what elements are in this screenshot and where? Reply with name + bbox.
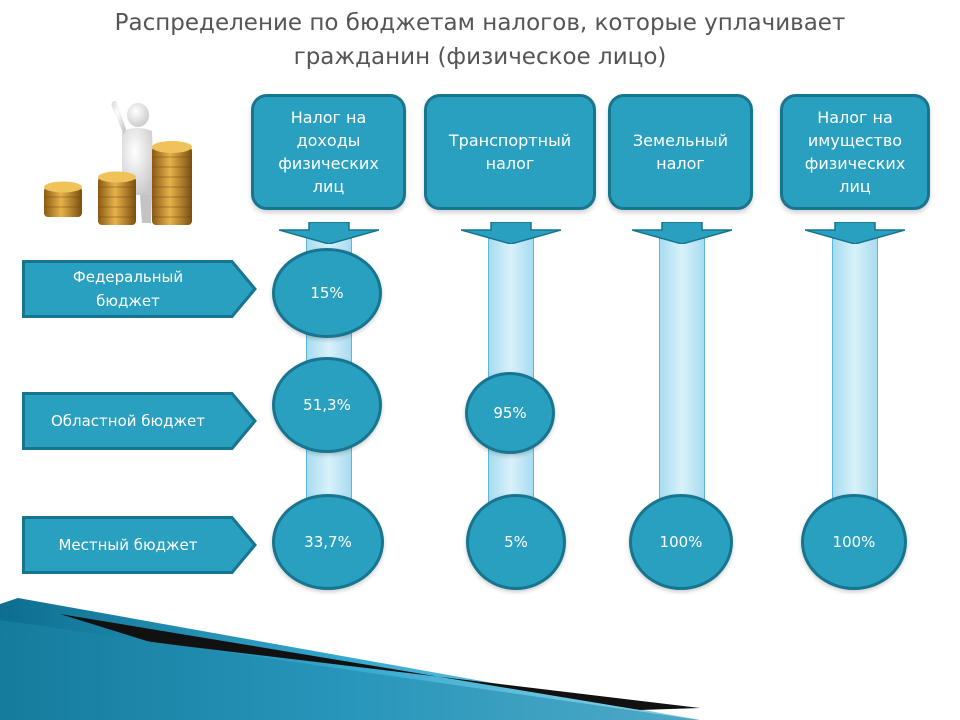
arrow-down-icon [461, 222, 561, 244]
arrow-down-icon [805, 222, 905, 244]
budget-label-federal: Федеральный бюджет [22, 260, 257, 318]
footer-swoosh-decoration [0, 598, 700, 720]
coins-figure-illustration [44, 101, 192, 225]
column-property-tax [832, 238, 878, 538]
budget-label-text: Местный бюджет [58, 536, 198, 554]
budget-label-text: Федеральный бюджет [72, 268, 184, 310]
page-title: Распределение по бюджетам налогов, котор… [114, 10, 846, 70]
share-circle-income-regional: 51,3% [272, 357, 382, 453]
share-circle-transport-regional: 95% [465, 372, 555, 454]
share-circle-income-federal: 15% [272, 248, 382, 338]
column-land-tax [659, 238, 705, 538]
arrow-down-icon [279, 222, 379, 244]
tax-box-label: Транспортный налог [448, 131, 572, 173]
tax-box-transport: Транспортный налог [424, 94, 596, 210]
share-circle-transport-local: 5% [466, 494, 566, 590]
tax-box-label: Налог на доходы физических лиц [278, 108, 379, 196]
budget-label-regional: Областной бюджет [22, 392, 257, 450]
tax-box-land: Земельный налог [608, 94, 753, 210]
tax-box-property: Налог на имущество физических лиц [780, 94, 930, 210]
arrow-down-icon [632, 222, 732, 244]
tax-box-income: Налог на доходы физических лиц [251, 94, 406, 210]
share-circle-income-local: 33,7% [272, 494, 384, 590]
share-circle-land-local: 100% [629, 494, 733, 590]
budget-label-local: Местный бюджет [22, 516, 257, 574]
budget-label-text: Областной бюджет [50, 412, 206, 430]
share-circle-property-local: 100% [801, 494, 907, 590]
tax-box-label: Земельный налог [632, 131, 729, 173]
tax-box-label: Налог на имущество физических лиц [804, 108, 906, 196]
